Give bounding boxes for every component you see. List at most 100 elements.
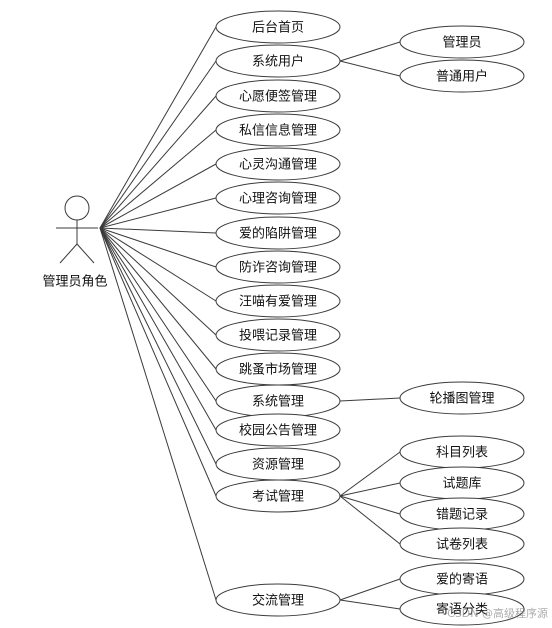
use-case-2-label: 系统用户 xyxy=(252,54,304,70)
use-case-15-ellipse xyxy=(215,479,341,513)
extension-line xyxy=(339,451,401,497)
use-case-9-ellipse xyxy=(215,284,341,318)
extension-line xyxy=(339,578,401,601)
use-case-11: 跳蚤市场管理 xyxy=(215,352,341,386)
use-case-15-child-1: 科目列表 xyxy=(399,435,525,469)
use-case-16: 交流管理 xyxy=(215,583,341,617)
use-case-2: 系统用户 xyxy=(215,44,341,78)
association-line xyxy=(99,26,217,229)
use-case-15-child-4: 试卷列表 xyxy=(399,527,525,561)
actor-head-icon xyxy=(64,195,90,221)
use-case-1-ellipse xyxy=(215,10,341,44)
use-case-nodes: 后台首页系统用户管理员普通用户心愿便签管理私信信息管理心灵沟通管理心理咨询管理爱… xyxy=(215,10,525,626)
use-case-12-child-1: 轮播图管理 xyxy=(399,381,525,415)
actor-right-leg xyxy=(76,243,95,264)
use-case-6-label: 心理咨询管理 xyxy=(239,192,317,207)
use-case-16-child-1-label: 爱的寄语 xyxy=(436,572,488,588)
use-case-11-label: 跳蚤市场管理 xyxy=(239,362,317,378)
extension-line xyxy=(339,397,401,402)
use-case-14: 资源管理 xyxy=(215,447,341,481)
use-case-8: 防诈咨询管理 xyxy=(215,250,341,284)
use-case-12-child-1-label: 轮播图管理 xyxy=(429,392,494,407)
use-case-16-ellipse xyxy=(215,583,341,617)
use-case-15-child-2: 试题库 xyxy=(399,466,525,500)
use-case-16-child-2-ellipse xyxy=(399,592,525,626)
use-case-3-label: 心愿便签管理 xyxy=(239,89,317,105)
association-line xyxy=(99,227,217,302)
extension-line xyxy=(339,60,401,77)
use-case-10-label: 投喂记录管理 xyxy=(239,328,317,344)
association-line xyxy=(99,227,217,431)
use-case-8-label: 防诈咨询管理 xyxy=(239,260,317,276)
use-case-16-child-2: 寄语分类 xyxy=(399,592,525,626)
association-line xyxy=(99,163,217,229)
extension-line xyxy=(339,482,401,497)
association-line xyxy=(99,129,217,229)
association-line xyxy=(99,227,217,601)
use-case-12: 系统管理 xyxy=(215,384,341,418)
use-case-15-label: 考试管理 xyxy=(252,490,304,505)
association-line xyxy=(99,227,217,370)
association-line xyxy=(99,227,217,497)
actor-left-leg xyxy=(59,243,78,264)
use-case-6-ellipse xyxy=(215,181,341,215)
use-case-5-ellipse xyxy=(215,147,341,181)
association-line xyxy=(99,227,217,234)
extension-line xyxy=(339,599,401,610)
use-case-3: 心愿便签管理 xyxy=(215,79,341,113)
use-case-13-label: 校园公告管理 xyxy=(239,423,317,439)
use-case-13: 校园公告管理 xyxy=(215,413,341,447)
use-case-2-ellipse xyxy=(215,44,341,78)
actor-label: 管理员角色 xyxy=(42,274,107,290)
association-line xyxy=(99,95,217,229)
association-line xyxy=(99,227,217,268)
use-case-15-child-4-ellipse xyxy=(399,527,525,561)
use-case-2-child-2-label: 普通用户 xyxy=(436,69,488,85)
association-line xyxy=(99,227,217,465)
association-line xyxy=(99,227,217,402)
use-case-3-ellipse xyxy=(215,79,341,113)
use-case-12-label: 系统管理 xyxy=(252,395,304,410)
association-lines xyxy=(99,26,401,610)
use-case-2-child-1: 管理员 xyxy=(399,25,525,59)
association-line xyxy=(99,60,217,229)
use-case-15: 考试管理 xyxy=(215,479,341,513)
use-case-9-label: 汪喵有爱管理 xyxy=(239,295,317,310)
actor-figure: 管理员角色 xyxy=(42,195,108,290)
use-case-16-label: 交流管理 xyxy=(252,593,304,609)
extension-line xyxy=(339,495,401,515)
use-case-15-child-2-label: 试题库 xyxy=(442,476,481,492)
use-case-12-child-1-ellipse xyxy=(399,381,525,415)
use-case-8-ellipse xyxy=(215,250,341,284)
use-case-4: 私信信息管理 xyxy=(215,113,341,147)
use-case-5-label: 心灵沟通管理 xyxy=(239,158,317,173)
use-case-2-child-1-ellipse xyxy=(399,25,525,59)
use-case-2-child-2-ellipse xyxy=(399,59,525,93)
association-line xyxy=(99,197,217,229)
use-case-16-child-2-label: 寄语分类 xyxy=(436,602,488,618)
use-case-1: 后台首页 xyxy=(215,10,341,44)
use-case-7-label: 爱的陷阱管理 xyxy=(239,226,317,242)
use-case-6: 心理咨询管理 xyxy=(215,181,341,215)
use-case-4-label: 私信信息管理 xyxy=(239,123,317,139)
use-case-5: 心灵沟通管理 xyxy=(215,147,341,181)
watermark-text: CSDN @高级程序源 xyxy=(447,606,548,620)
use-case-15-child-3: 错题记录 xyxy=(399,497,525,531)
use-case-15-child-4-label: 试卷列表 xyxy=(436,537,488,553)
use-case-16-child-1: 爱的寄语 xyxy=(399,562,525,596)
use-case-15-child-3-label: 错题记录 xyxy=(436,508,488,523)
extension-line xyxy=(339,495,401,545)
use-case-13-ellipse xyxy=(215,413,341,447)
use-case-15-child-1-label: 科目列表 xyxy=(436,446,488,461)
use-case-2-child-1-label: 管理员 xyxy=(442,36,481,51)
extension-line xyxy=(339,41,401,62)
use-case-4-ellipse xyxy=(215,113,341,147)
use-case-7-ellipse xyxy=(215,216,341,250)
use-case-10-ellipse xyxy=(215,318,341,352)
use-case-10: 投喂记录管理 xyxy=(215,318,341,352)
use-case-1-label: 后台首页 xyxy=(252,21,304,36)
association-line xyxy=(99,227,217,336)
use-case-2-child-2: 普通用户 xyxy=(399,59,525,93)
use-case-7: 爱的陷阱管理 xyxy=(215,216,341,250)
